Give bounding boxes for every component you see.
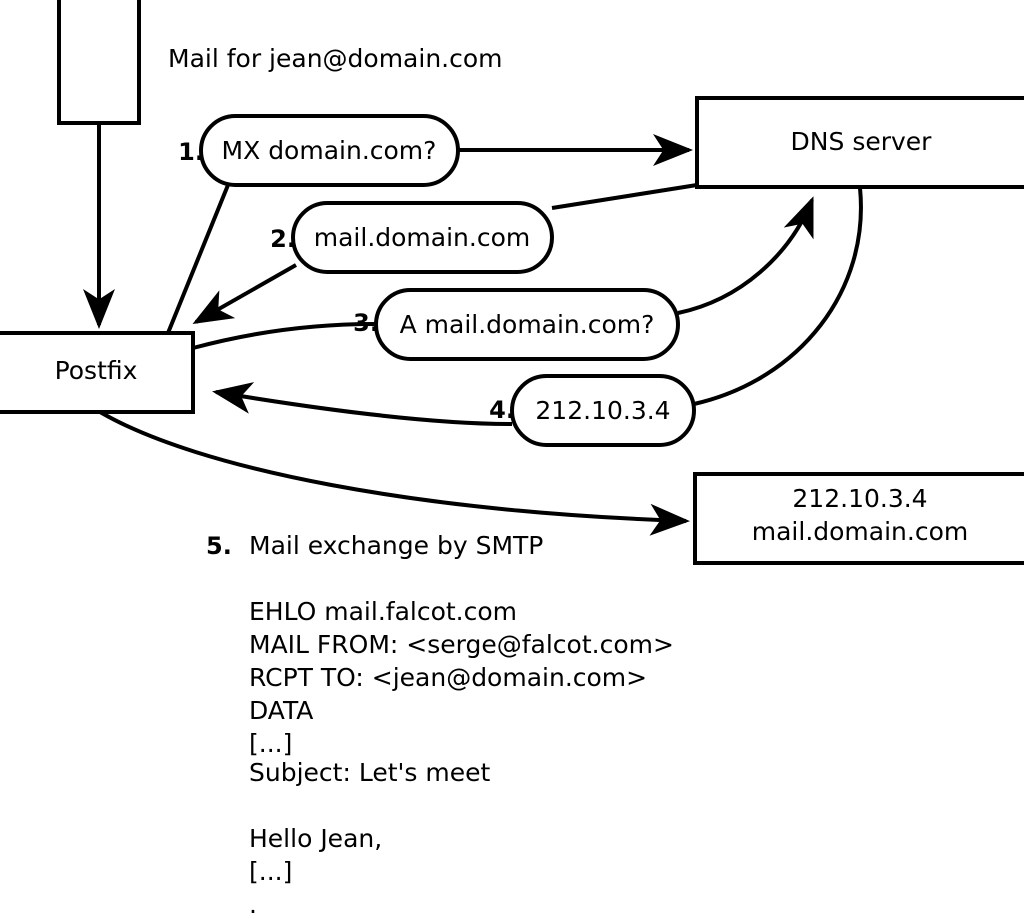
step-4-number: 4. (489, 396, 515, 424)
edge-postfix-to-mailserver (98, 410, 690, 536)
step-3-label: A mail.domain.com? (400, 310, 655, 339)
step-2-label: mail.domain.com (314, 223, 530, 252)
step-4-label: 212.10.3.4 (535, 396, 670, 425)
smtp-transcript-line: [...] (249, 729, 292, 758)
step-3-number: 3. (353, 309, 379, 337)
smtp-transcript-line: MAIL FROM: <serge@falcot.com> (249, 630, 674, 659)
mail-for-caption: Mail for jean@domain.com (168, 44, 503, 73)
step-2-number: 2. (270, 225, 296, 253)
smtp-transcript-line: RCPT TO: <jean@domain.com> (249, 663, 647, 692)
dns-server-box (695, 96, 1024, 189)
smtp-transcript-line: EHLO mail.falcot.com (249, 597, 517, 626)
edge-postfix-to-step3 (192, 322, 375, 350)
edge-step2-to-postfix (192, 263, 297, 324)
mail-server-hostname: mail.domain.com (752, 517, 968, 546)
step-4-bubble (510, 374, 696, 447)
edge-step3-to-dns (677, 196, 814, 315)
smtp-transcript-line: [...] (249, 857, 292, 886)
step-2-bubble (291, 201, 554, 274)
edge-postfix-to-step1 (166, 184, 230, 334)
smtp-transcript-line: DATA (249, 696, 313, 725)
step-5-number: 5. (206, 532, 232, 560)
postfix-label: Postfix (55, 356, 138, 385)
edge-dns-to-step4 (693, 187, 863, 406)
step-3-bubble (374, 288, 680, 361)
step-5-label: Mail exchange by SMTP (249, 531, 543, 560)
step-1-bubble (199, 114, 460, 187)
step-1-number: 1. (178, 138, 204, 166)
smtp-transcript-line: . (249, 890, 257, 919)
mail-server-ip: 212.10.3.4 (792, 484, 927, 513)
smtp-transcript-line: Hello Jean, (249, 824, 382, 853)
dns-server-label: DNS server (791, 127, 933, 156)
postfix-box (0, 331, 195, 414)
edge-step4-to-postfix (212, 382, 513, 426)
sender-box (57, 0, 141, 125)
smtp-transcript-line: Subject: Let's meet (249, 758, 490, 787)
edge-dns-to-step2 (551, 183, 698, 210)
step-1-label: MX domain.com? (222, 136, 437, 165)
mail-server-box (693, 472, 1024, 565)
